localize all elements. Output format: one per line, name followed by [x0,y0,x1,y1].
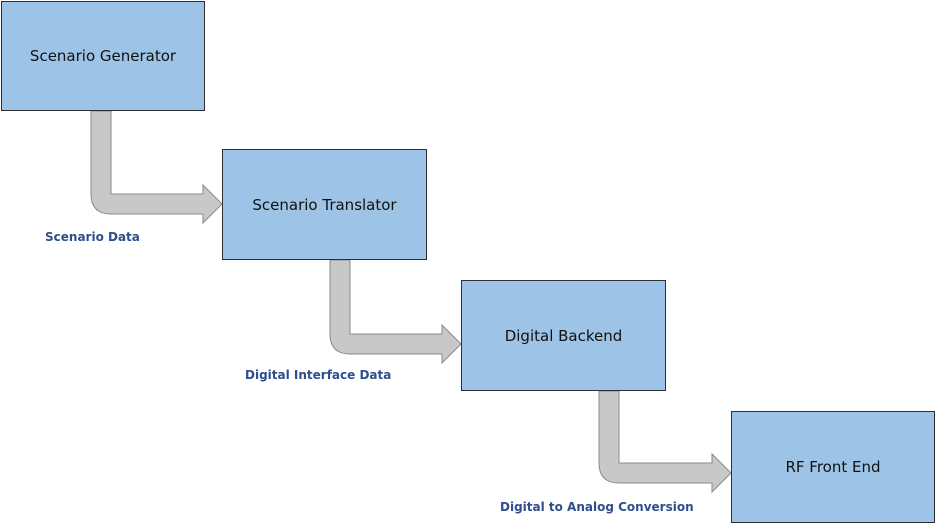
block-scenario-translator: Scenario Translator [222,149,427,260]
label-scenario-data: Scenario Data [45,230,140,244]
label-digital-interface-data: Digital Interface Data [245,368,392,382]
block-label: RF Front End [785,458,881,476]
block-label: Scenario Generator [29,47,177,65]
block-label: Scenario Translator [252,195,397,214]
arrow-digital-to-analog [598,390,732,494]
label-digital-to-analog: Digital to Analog Conversion [500,500,694,514]
block-rf-front-end: RF Front End [731,411,935,523]
arrow-digital-interface-data [329,259,462,365]
block-digital-backend: Digital Backend [461,280,666,391]
block-label: Digital Backend [504,326,623,345]
arrow-scenario-data [90,110,223,225]
block-scenario-generator: Scenario Generator [1,1,205,111]
